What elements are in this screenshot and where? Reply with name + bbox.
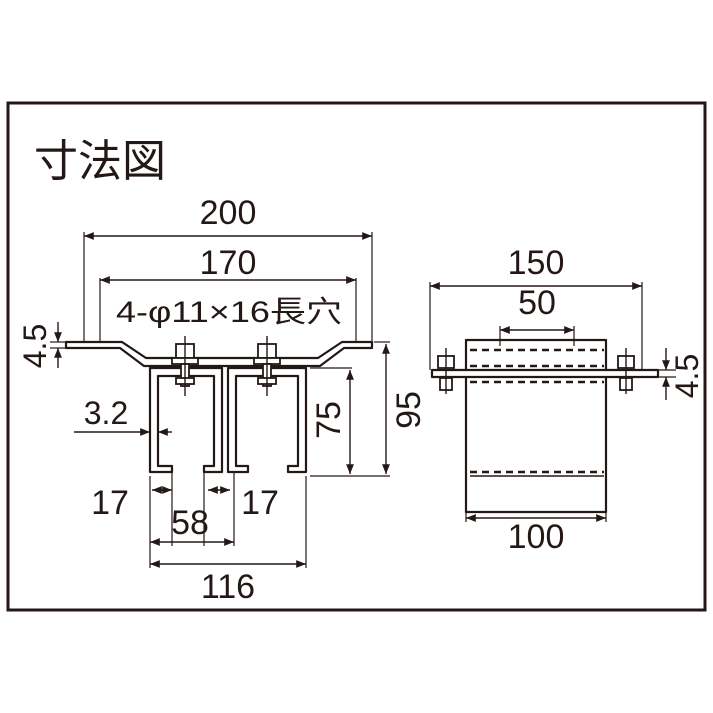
front-view: 200 170 4-φ11×16長穴 4.5 3.2 75 95 17 17 5… [17, 194, 428, 606]
dim-58: 58 [171, 504, 209, 542]
dim-200: 200 [200, 194, 257, 232]
dim-4-5-left: 4.5 [17, 324, 53, 368]
drawing-frame [6, 101, 707, 612]
dim-3-2: 3.2 [84, 395, 128, 431]
dim-150: 150 [508, 244, 565, 282]
dim-4-5-right: 4.5 [669, 354, 705, 398]
drawing-title: 寸法図 [34, 136, 166, 187]
side-plate [430, 368, 660, 379]
dim-170: 170 [200, 244, 257, 282]
dim-95: 95 [390, 391, 428, 429]
side-view: 150 50 4.5 100 [429, 244, 705, 556]
side-body [464, 338, 608, 514]
hole-spec-label: 4-φ11×16長穴 [116, 296, 342, 329]
left-bolt [171, 336, 199, 396]
dim-100: 100 [508, 518, 565, 556]
dim-17-left: 17 [91, 484, 129, 522]
dim-17-right: 17 [241, 484, 279, 522]
side-left-bolt [437, 348, 455, 394]
right-rail [226, 366, 308, 474]
side-right-bolt [617, 348, 635, 394]
right-bolt [253, 336, 281, 396]
dim-50: 50 [518, 284, 556, 322]
dim-75: 75 [310, 401, 348, 439]
dim-116: 116 [201, 568, 255, 606]
mounting-plate [64, 340, 374, 368]
